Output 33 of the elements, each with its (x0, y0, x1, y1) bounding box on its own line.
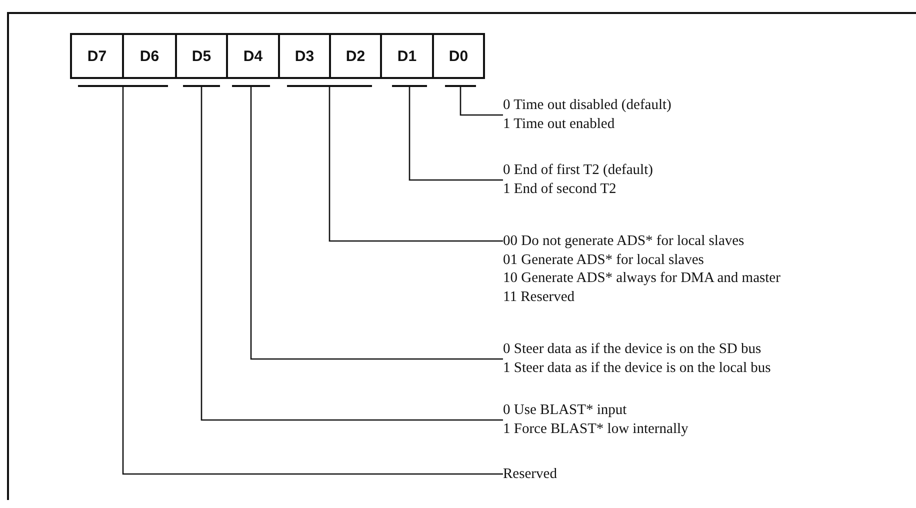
bit-value-description: 11 Reserved (503, 288, 576, 306)
bit-value-description: 10 Generate ADS* always for DMA and master (503, 269, 780, 288)
bit-value-description: 0 Time out disabled (default) (503, 96, 672, 114)
bit-value-description: 0 End of first T2 (default) (503, 161, 653, 180)
leader-line (122, 87, 503, 475)
bit-value-description: 1 Force BLAST* low internally (503, 420, 688, 438)
register-bit-cell: D3 (278, 33, 331, 79)
bit-value-description: 1 Time out enabled (503, 114, 616, 133)
register-bit-cell: D4 (226, 33, 280, 79)
bit-field-underline (232, 85, 270, 87)
leader-line (200, 87, 503, 421)
register-bit-cell: D5 (175, 33, 228, 79)
register-bit-cell: D0 (432, 33, 485, 79)
register-bit-cell: D6 (122, 33, 177, 79)
bit-value-description: 1 End of second T2 (503, 180, 618, 198)
bit-value-description: 1 Steer data as if the device is on the local bus (503, 358, 771, 377)
bit-value-description: 01 Generate ADS* for local slaves (503, 250, 705, 269)
bit-field-underline (78, 85, 168, 87)
leader-line (250, 87, 503, 360)
bit-value-description: Reserved (503, 465, 557, 484)
bit-value-description: 00 Do not generate ADS* for local slaves (503, 232, 746, 250)
register-bit-cell: D7 (70, 33, 124, 79)
leader-line (328, 87, 503, 242)
register-bit-cell: D1 (380, 33, 434, 79)
bit-field-underline (287, 85, 372, 87)
bit-field-underline (445, 85, 476, 87)
bit-field-underline (392, 85, 427, 87)
bit-value-description: 0 Use BLAST* input (503, 401, 628, 420)
register-bit-cell: D2 (329, 33, 382, 79)
leader-line (460, 87, 503, 116)
bit-value-description: 0 Steer data as if the device is on the SD bus (503, 340, 762, 358)
bit-field-underline (183, 85, 220, 87)
leader-line (408, 87, 503, 181)
